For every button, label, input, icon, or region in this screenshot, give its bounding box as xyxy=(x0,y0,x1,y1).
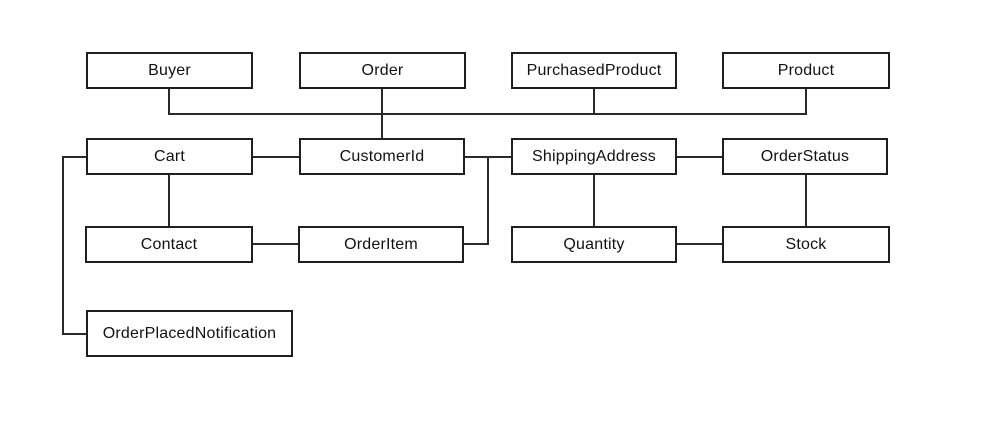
edge-shippingaddress-to-orderstatus xyxy=(676,156,723,158)
edge-order-to-customerid xyxy=(381,88,383,139)
node-label-purchased-product: PurchasedProduct xyxy=(526,61,662,79)
node-label-order-status: OrderStatus xyxy=(760,147,850,165)
edge-cart-to-customerid xyxy=(252,156,300,158)
node-cart: Cart xyxy=(86,138,253,175)
node-order-placed-notification: OrderPlacedNotification xyxy=(86,310,293,357)
node-shipping-address: ShippingAddress xyxy=(511,138,677,175)
node-order: Order xyxy=(299,52,466,89)
edge-junction-to-orderitem xyxy=(487,156,489,245)
node-label-customer-id: CustomerId xyxy=(339,147,425,165)
node-label-stock: Stock xyxy=(785,235,827,253)
node-label-product: Product xyxy=(777,61,835,79)
node-label-cart: Cart xyxy=(153,147,186,165)
edge-cart-to-orderplacednotification xyxy=(62,156,87,158)
edge-buyer-to-bus xyxy=(168,113,807,115)
edge-cart-to-orderplacednotification xyxy=(62,156,64,335)
edge-cart-to-orderplacednotification xyxy=(62,333,87,335)
node-label-contact: Contact xyxy=(140,235,198,253)
node-contact: Contact xyxy=(85,226,253,263)
edge-purchasedproduct-to-bus xyxy=(593,88,595,115)
node-label-order: Order xyxy=(361,61,404,79)
node-label-shipping-address: ShippingAddress xyxy=(532,147,656,165)
edge-orderstatus-to-stock xyxy=(805,174,807,227)
node-stock: Stock xyxy=(722,226,890,263)
node-label-buyer: Buyer xyxy=(148,61,191,79)
edge-contact-to-orderitem xyxy=(252,243,299,245)
edge-cart-to-contact xyxy=(168,174,170,227)
node-label-order-placed-notification: OrderPlacedNotification xyxy=(102,324,277,342)
node-purchased-product: PurchasedProduct xyxy=(511,52,677,89)
edge-junction-to-orderitem xyxy=(463,243,489,245)
node-order-item: OrderItem xyxy=(298,226,464,263)
edge-quantity-to-stock xyxy=(676,243,723,245)
node-label-order-item: OrderItem xyxy=(344,235,418,253)
node-label-quantity: Quantity xyxy=(563,235,625,253)
node-buyer: Buyer xyxy=(86,52,253,89)
node-customer-id: CustomerId xyxy=(299,138,465,175)
node-quantity: Quantity xyxy=(511,226,677,263)
edge-shippingaddress-to-quantity xyxy=(593,174,595,227)
edge-buyer-to-bus xyxy=(168,88,170,115)
node-product: Product xyxy=(722,52,890,89)
edge-product-to-bus xyxy=(805,88,807,115)
node-order-status: OrderStatus xyxy=(722,138,888,175)
